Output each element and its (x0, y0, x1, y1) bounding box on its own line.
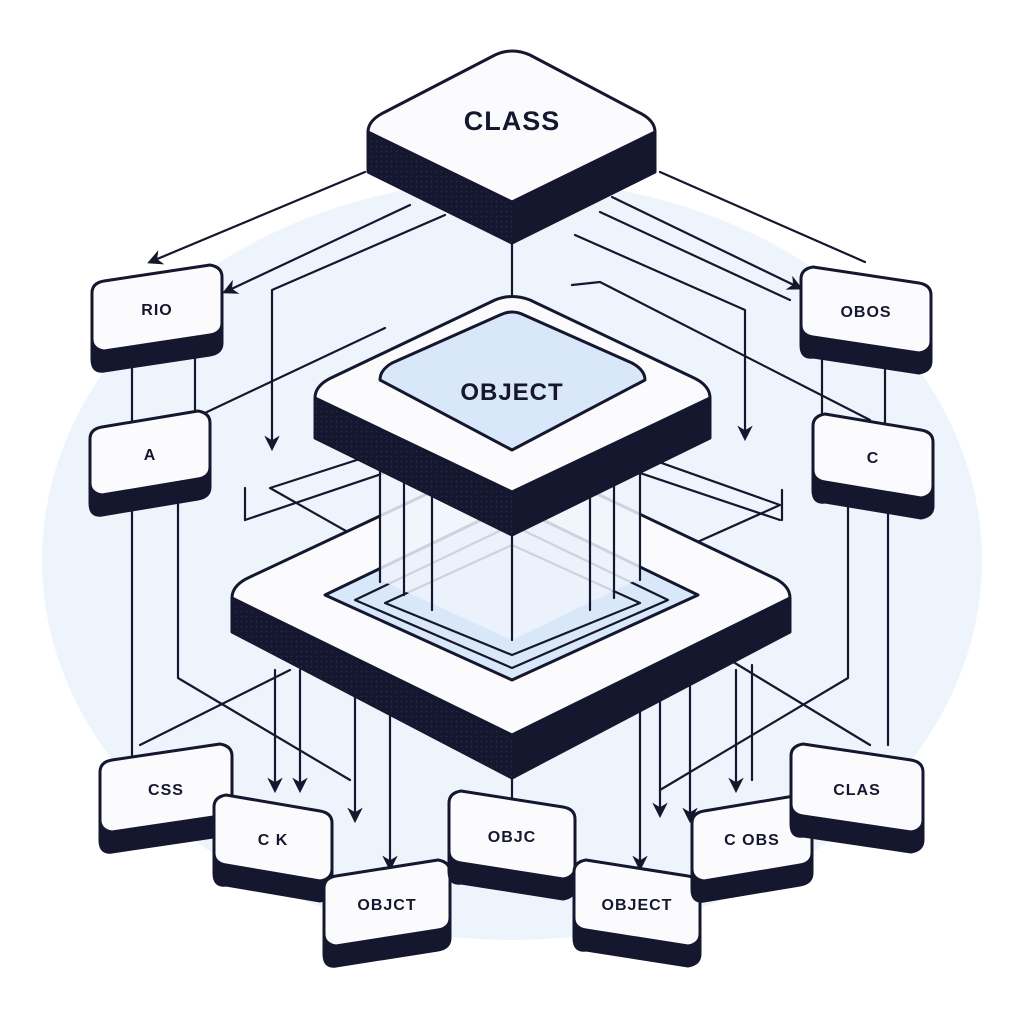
node-css-label: CSS (148, 782, 184, 799)
class-block-top (366, 49, 657, 204)
connector-class-to-rio-2 (222, 203, 412, 294)
node-c-top (811, 412, 935, 500)
node-objc-label: OBJC (488, 829, 536, 846)
node-cobs: C OBS (690, 793, 814, 903)
connector-object-to-c (570, 280, 872, 422)
wire-to-clas (728, 658, 872, 747)
connector-class-to-obos-3 (598, 210, 792, 302)
node-objct-top (322, 858, 452, 948)
node-ck-top (212, 793, 334, 883)
connector-class-to-obos-2 (610, 195, 803, 290)
node-c-label: C (867, 450, 880, 467)
class-block: CLASS (366, 49, 657, 245)
column-side-ticks (243, 486, 784, 522)
node-object-front-top (572, 858, 702, 948)
node-object-front-label: OBJECT (602, 897, 673, 914)
connector-class-to-left-ring (264, 213, 447, 452)
small-nodes: RIO A OBOS C CSS C K OBJCT OBJC OBJECT C OBS CLAS (88, 263, 935, 968)
node-object-front: OBJECT (572, 858, 702, 968)
node-cobs-top (690, 793, 814, 883)
node-objct-label: OBJCT (357, 897, 416, 914)
connector-class-to-obos (658, 170, 867, 264)
object-block: OBJECT (313, 295, 712, 537)
node-a-top (88, 409, 212, 497)
wire-to-css (138, 668, 292, 747)
wire-left-col-4 (176, 488, 352, 782)
node-clas: CLAS (789, 742, 925, 854)
node-css: CSS (98, 742, 234, 854)
node-rio-top (90, 263, 224, 353)
class-label: CLASS (464, 106, 561, 136)
node-a: A (88, 409, 212, 517)
node-c: C (811, 412, 935, 520)
center-column (243, 466, 784, 642)
node-objct: OBJCT (322, 858, 452, 968)
node-objc: OBJC (447, 789, 577, 901)
node-cobs-label: C OBS (724, 832, 780, 849)
connector-class-to-right-ring (573, 233, 753, 442)
node-rio: RIO (90, 263, 224, 373)
node-ck-label: C K (258, 832, 289, 849)
node-obos-top (799, 265, 933, 355)
wire-right-col-4 (658, 488, 850, 792)
object-block-inset (378, 310, 647, 452)
node-obos: OBOS (799, 265, 933, 375)
node-clas-label: CLAS (833, 782, 881, 799)
connector-object-to-a (188, 326, 387, 422)
node-clas-top (789, 742, 925, 834)
node-obos-label: OBOS (840, 304, 891, 321)
object-label: OBJECT (460, 379, 563, 406)
connector-class-to-rio (147, 170, 367, 265)
node-a-label: A (144, 447, 157, 464)
node-ck: C K (212, 793, 334, 903)
node-rio-label: RIO (141, 302, 172, 319)
